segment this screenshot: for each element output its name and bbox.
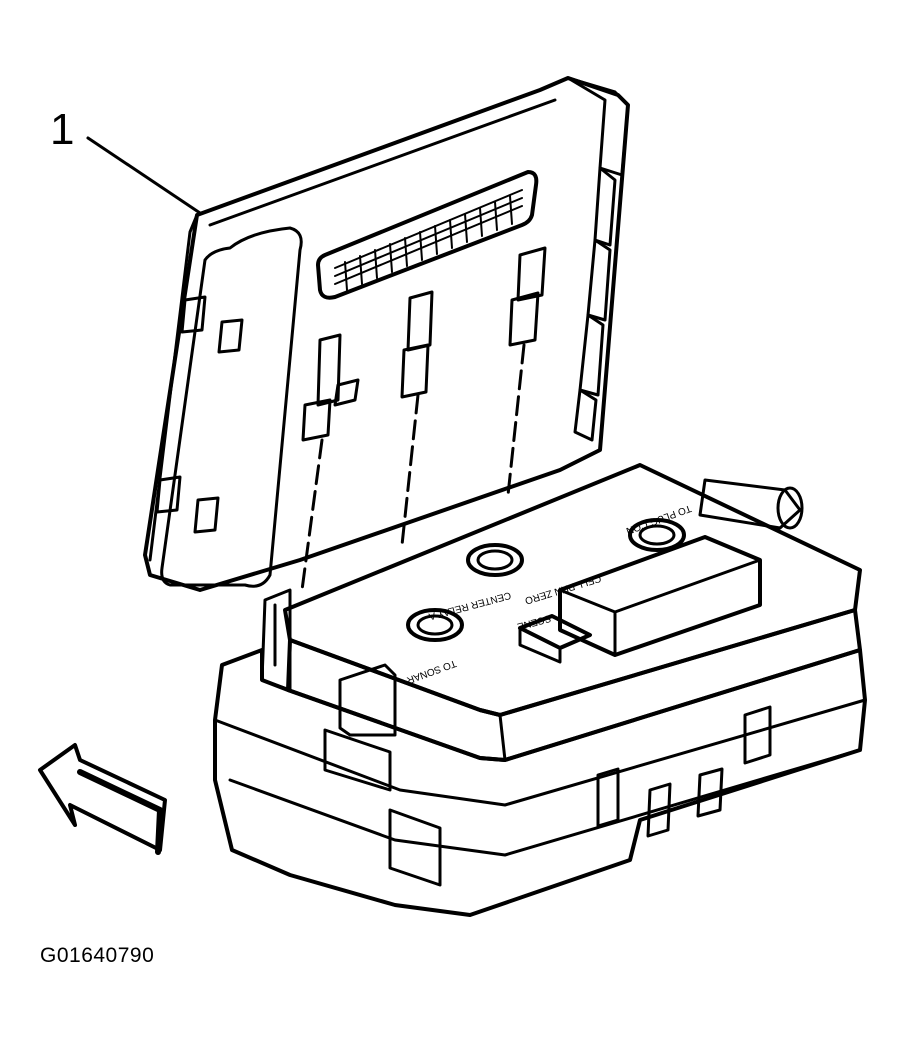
- callout-number: 1: [50, 105, 75, 154]
- fuse-relay-box: CELL PHN ZERO CENTER RELAY A SCENE TO PL…: [213, 463, 867, 917]
- label-scene: SCENE: [516, 612, 552, 632]
- front-direction-arrow: [38, 743, 167, 855]
- figure-id: G01640790: [40, 944, 155, 967]
- label-center-relay: CENTER RELAY A: [427, 589, 512, 622]
- callout-leader: [86, 136, 202, 215]
- label-to-sonar: TO SONAR: [405, 657, 458, 685]
- body-control-module: [143, 76, 630, 592]
